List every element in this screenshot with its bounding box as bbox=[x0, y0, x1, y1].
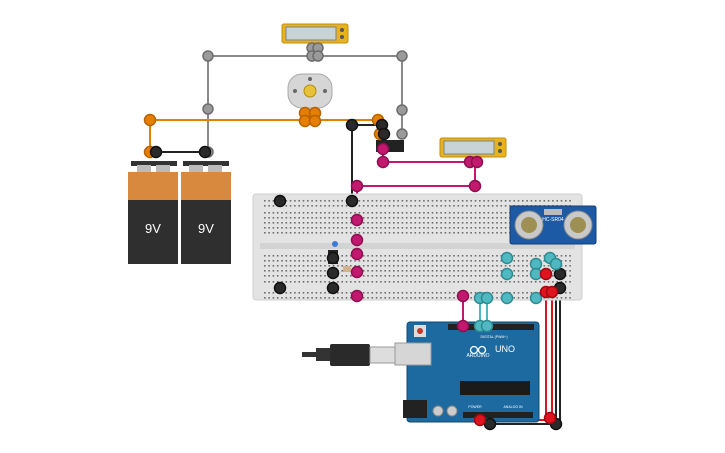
teal-connector-dots[interactable] bbox=[473, 251, 563, 333]
teal-connector-dot[interactable] bbox=[500, 251, 514, 265]
orange-wire[interactable] bbox=[149, 119, 381, 152]
magenta-connector-dot[interactable] bbox=[350, 233, 364, 247]
magenta-connector-dot[interactable] bbox=[456, 319, 470, 333]
black-connector-dot[interactable] bbox=[198, 145, 212, 159]
teal-connector-dot[interactable] bbox=[480, 291, 494, 305]
gray-connector-dot[interactable] bbox=[202, 50, 214, 62]
orange-connector-dot[interactable] bbox=[143, 113, 157, 127]
magenta-connector-dots[interactable] bbox=[350, 142, 484, 333]
black-connector-dot[interactable] bbox=[345, 194, 359, 208]
battery-left-label: 9V bbox=[145, 221, 161, 236]
ultrasonic-sensor[interactable]: HC-SR04 bbox=[509, 205, 597, 245]
arduino-power-label: POWER bbox=[468, 405, 482, 409]
black-connector-dot[interactable] bbox=[326, 266, 340, 280]
usb-cable[interactable] bbox=[302, 344, 396, 366]
red-connector-dot[interactable] bbox=[545, 285, 559, 299]
battery-left[interactable]: 9V bbox=[128, 161, 178, 264]
orange-connector-dot[interactable] bbox=[308, 114, 322, 128]
black-connector-dots[interactable] bbox=[149, 118, 567, 431]
battery-right[interactable]: 9V bbox=[181, 161, 231, 264]
red-connector-dot[interactable] bbox=[539, 267, 553, 281]
arduino-logo-icon bbox=[469, 345, 487, 355]
sensor-label: HC-SR04 bbox=[542, 217, 564, 223]
magenta-connector-dot[interactable] bbox=[350, 289, 364, 303]
magenta-connector-dot[interactable] bbox=[350, 213, 364, 227]
magenta-connector-dot[interactable] bbox=[376, 155, 390, 169]
dc-motor[interactable] bbox=[287, 73, 333, 109]
resistor[interactable] bbox=[343, 266, 351, 272]
black-connector-dot[interactable] bbox=[149, 145, 163, 159]
black-connector-dot[interactable] bbox=[326, 251, 340, 265]
gray-connector-dot[interactable] bbox=[396, 128, 408, 140]
multimeter-right[interactable] bbox=[439, 137, 507, 158]
arduino-board[interactable]: ARDUINO UNO DIGITAL (PWM~) POWER ANALOG … bbox=[394, 321, 540, 423]
black-connector-dot[interactable] bbox=[326, 281, 340, 295]
arduino-brand: ARDUINO bbox=[466, 353, 489, 359]
magenta-connector-dot[interactable] bbox=[456, 289, 470, 303]
magenta-connector-dot[interactable] bbox=[350, 247, 364, 261]
teal-connector-dot[interactable] bbox=[480, 319, 494, 333]
magenta-connector-dot[interactable] bbox=[470, 155, 484, 169]
orange-connector-dots[interactable] bbox=[143, 106, 387, 159]
gray-connector-dot[interactable] bbox=[312, 50, 324, 62]
magenta-connector-dot[interactable] bbox=[468, 179, 482, 193]
red-connector-dots[interactable] bbox=[473, 267, 559, 427]
magenta-connector-dot[interactable] bbox=[350, 265, 364, 279]
red-connector-dot[interactable] bbox=[473, 413, 487, 427]
arduino-digital-label: DIGITAL (PWM~) bbox=[480, 335, 507, 339]
black-connector-dot[interactable] bbox=[273, 194, 287, 208]
red-connector-dot[interactable] bbox=[543, 411, 557, 425]
arduino-model: UNO bbox=[495, 344, 515, 354]
black-connector-dot[interactable] bbox=[377, 127, 391, 141]
teal-connector-dot[interactable] bbox=[500, 267, 514, 281]
teal-connector-dot[interactable] bbox=[529, 291, 543, 305]
black-connector-dot[interactable] bbox=[345, 118, 359, 132]
arduino-analog-label: ANALOG IN bbox=[503, 405, 523, 409]
battery-right-label: 9V bbox=[198, 221, 214, 236]
magenta-connector-dot[interactable] bbox=[350, 179, 364, 193]
teal-connector-dot[interactable] bbox=[549, 257, 563, 271]
teal-connector-dot[interactable] bbox=[500, 291, 514, 305]
gray-connector-dot[interactable] bbox=[202, 103, 214, 115]
black-connector-dot[interactable] bbox=[273, 281, 287, 295]
gray-connector-dot[interactable] bbox=[396, 50, 408, 62]
gray-connector-dot[interactable] bbox=[396, 104, 408, 116]
magenta-connector-dot[interactable] bbox=[376, 142, 390, 156]
multimeter-top[interactable] bbox=[281, 23, 349, 44]
